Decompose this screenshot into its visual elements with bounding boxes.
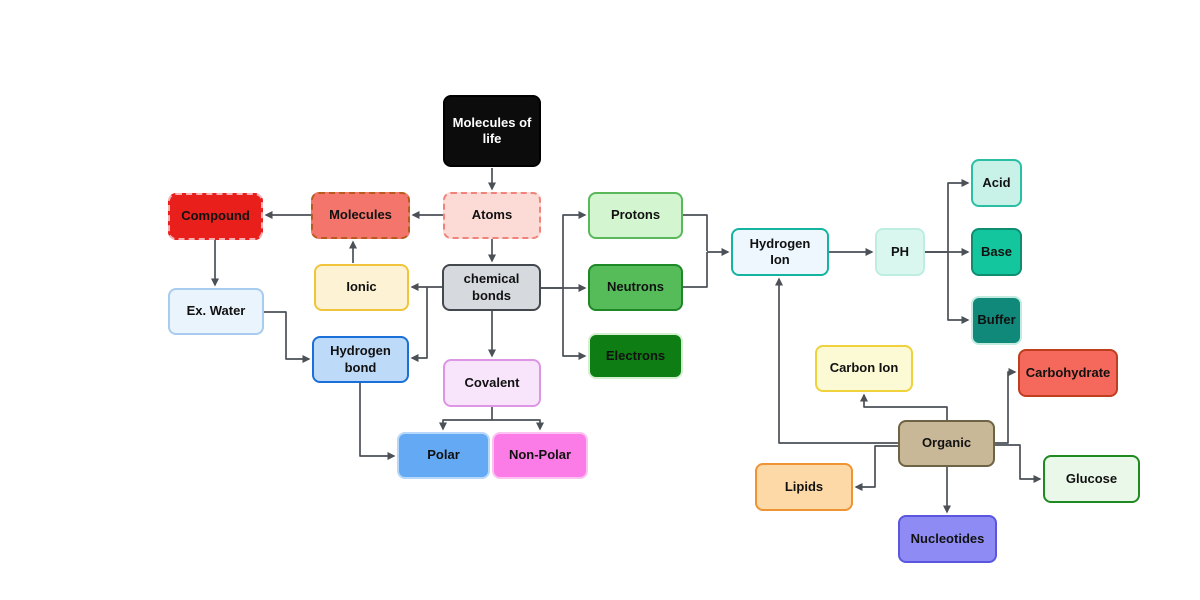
node-label: Lipids bbox=[784, 478, 824, 494]
node-hydrogen-ion[interactable]: Hydrogen Ion bbox=[731, 228, 829, 276]
edge-neutrons_merge bbox=[683, 252, 708, 288]
node-covalent[interactable]: Covalent bbox=[443, 359, 541, 407]
node-atoms[interactable]: Atoms bbox=[443, 192, 541, 239]
node-label: Molecules bbox=[329, 207, 392, 223]
node-molecules[interactable]: Molecules bbox=[311, 192, 410, 239]
node-buffer[interactable]: Buffer bbox=[971, 296, 1022, 345]
node-label: Non-Polar bbox=[508, 447, 572, 463]
edge-organic_hydrogen-ion bbox=[775, 277, 898, 444]
node-protons[interactable]: Protons bbox=[588, 192, 683, 239]
node-label: Compound bbox=[181, 208, 250, 224]
edge-hydrogen-bond_polar bbox=[359, 383, 396, 460]
node-label: Base bbox=[980, 243, 1013, 259]
node-label: Ex. Water bbox=[186, 303, 246, 319]
node-carbon-ion[interactable]: Carbon Ion bbox=[815, 345, 913, 392]
node-carbohydrate[interactable]: Carbohydrate bbox=[1018, 349, 1118, 397]
node-label: Polar bbox=[427, 447, 460, 463]
node-label: Nucleotides bbox=[910, 530, 985, 546]
node-ionic[interactable]: Ionic bbox=[314, 264, 409, 311]
node-lipids[interactable]: Lipids bbox=[755, 463, 853, 511]
edge-chemical-bonds_protons bbox=[541, 211, 587, 289]
edge-ex-water_hydrogen-bond bbox=[264, 311, 311, 363]
edge-ph_acid bbox=[925, 179, 970, 253]
node-label: Protons bbox=[610, 207, 661, 223]
node-neutrons[interactable]: Neutrons bbox=[588, 264, 683, 311]
node-label: Covalent bbox=[464, 374, 520, 390]
node-chemical-bonds[interactable]: chemical bonds bbox=[442, 264, 541, 311]
node-label: chemical bonds bbox=[463, 271, 520, 303]
node-label: Atoms bbox=[471, 207, 513, 223]
node-label: Neutrons bbox=[606, 279, 665, 295]
node-acid[interactable]: Acid bbox=[971, 159, 1022, 207]
edge-organic_carbon-ion bbox=[860, 393, 948, 420]
node-label: Electrons bbox=[605, 347, 666, 363]
node-ph[interactable]: PH bbox=[875, 228, 925, 276]
edge-covalent_polar bbox=[439, 407, 493, 431]
node-ex-water[interactable]: Ex. Water bbox=[168, 288, 264, 335]
node-label: Hydrogen bond bbox=[330, 343, 391, 375]
edge-organic_carbohydrate bbox=[995, 368, 1017, 444]
edge-ph_buffer bbox=[947, 252, 970, 324]
node-label: Molecules of life bbox=[452, 114, 532, 146]
node-label: Buffer bbox=[977, 312, 1016, 328]
edge-chemical-bonds_electrons bbox=[562, 288, 587, 360]
node-hydrogen-bond[interactable]: Hydrogen bond bbox=[312, 336, 409, 383]
node-nucleotides[interactable]: Nucleotides bbox=[898, 515, 997, 563]
edge-organic_glucose bbox=[995, 444, 1042, 483]
node-organic[interactable]: Organic bbox=[898, 420, 995, 467]
node-label: Carbon Ion bbox=[829, 360, 899, 376]
node-base[interactable]: Base bbox=[971, 228, 1022, 276]
node-label: Acid bbox=[982, 174, 1011, 190]
node-non-polar[interactable]: Non-Polar bbox=[492, 432, 588, 479]
node-label: Organic bbox=[921, 435, 972, 451]
node-polar[interactable]: Polar bbox=[397, 432, 490, 479]
edges-group bbox=[211, 168, 1042, 514]
node-label: Ionic bbox=[346, 279, 377, 295]
node-label: PH bbox=[890, 243, 910, 259]
edge-organic_lipids bbox=[854, 445, 898, 491]
edge-covalent_non-polar bbox=[492, 419, 544, 431]
node-compound[interactable]: Compound bbox=[168, 193, 263, 240]
node-label: Glucose bbox=[1065, 470, 1118, 486]
node-glucose[interactable]: Glucose bbox=[1043, 455, 1140, 503]
node-electrons[interactable]: Electrons bbox=[588, 333, 683, 379]
edge-chemical-bonds_hydrogen-bond bbox=[410, 287, 428, 362]
node-label: Carbohydrate bbox=[1025, 364, 1111, 380]
edge-protons_merge bbox=[683, 214, 708, 251]
node-label: Hydrogen Ion bbox=[749, 235, 811, 267]
node-molecules-of-life[interactable]: Molecules of life bbox=[443, 95, 541, 167]
